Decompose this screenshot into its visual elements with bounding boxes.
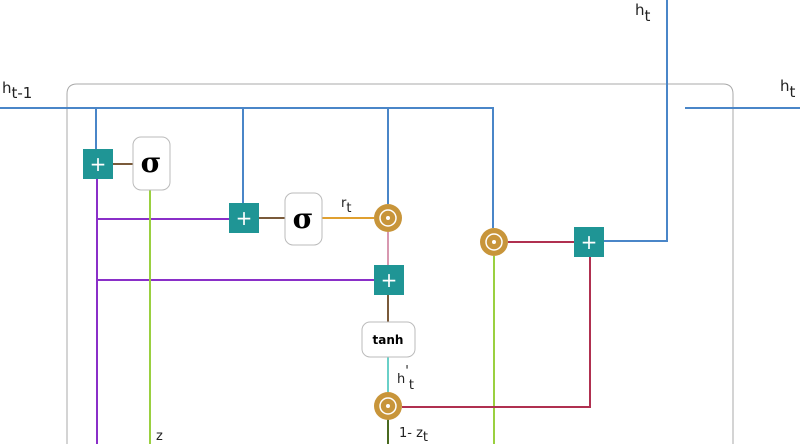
sigma-update: σ [132,136,171,191]
svg-text:tanh: tanh [373,333,404,347]
label-z: z [156,429,163,444]
label-r: rt [341,196,351,216]
input-lines [96,178,374,444]
update-gate-lines [149,190,495,444]
candidate-multiply-icon [374,392,402,420]
label-one-minus-z: 1- zt [399,426,428,444]
hadamard-nodes [374,204,508,420]
label-h-top: ht [635,1,651,25]
svg-text:+: + [581,230,598,254]
output-plus: + [574,227,604,257]
output-line-top [604,0,668,242]
plus-nodes: + + + + [83,149,604,295]
reset-gate-plus: + [229,203,259,233]
hidden-state-line [0,107,494,228]
tanh-node: tanh [361,321,416,358]
product-to-sum-lines [402,241,591,408]
svg-text:σ: σ [141,146,162,179]
reset-multiply-icon [374,204,402,232]
update-multiply-icon [480,228,508,256]
label-h-right: ht [780,77,796,101]
pre-activation-lines [113,163,389,322]
svg-text:+: + [381,268,398,292]
svg-text:+: + [236,206,253,230]
candidate-plus: + [374,265,404,295]
update-gate-plus: + [83,149,113,179]
sigma-reset: σ [284,192,323,246]
svg-text:+: + [90,152,107,176]
label-h-prev: ht-1 [2,79,32,102]
label-h-cand: h't [397,364,414,393]
svg-text:σ: σ [293,202,314,235]
cell-boundary [66,83,734,444]
